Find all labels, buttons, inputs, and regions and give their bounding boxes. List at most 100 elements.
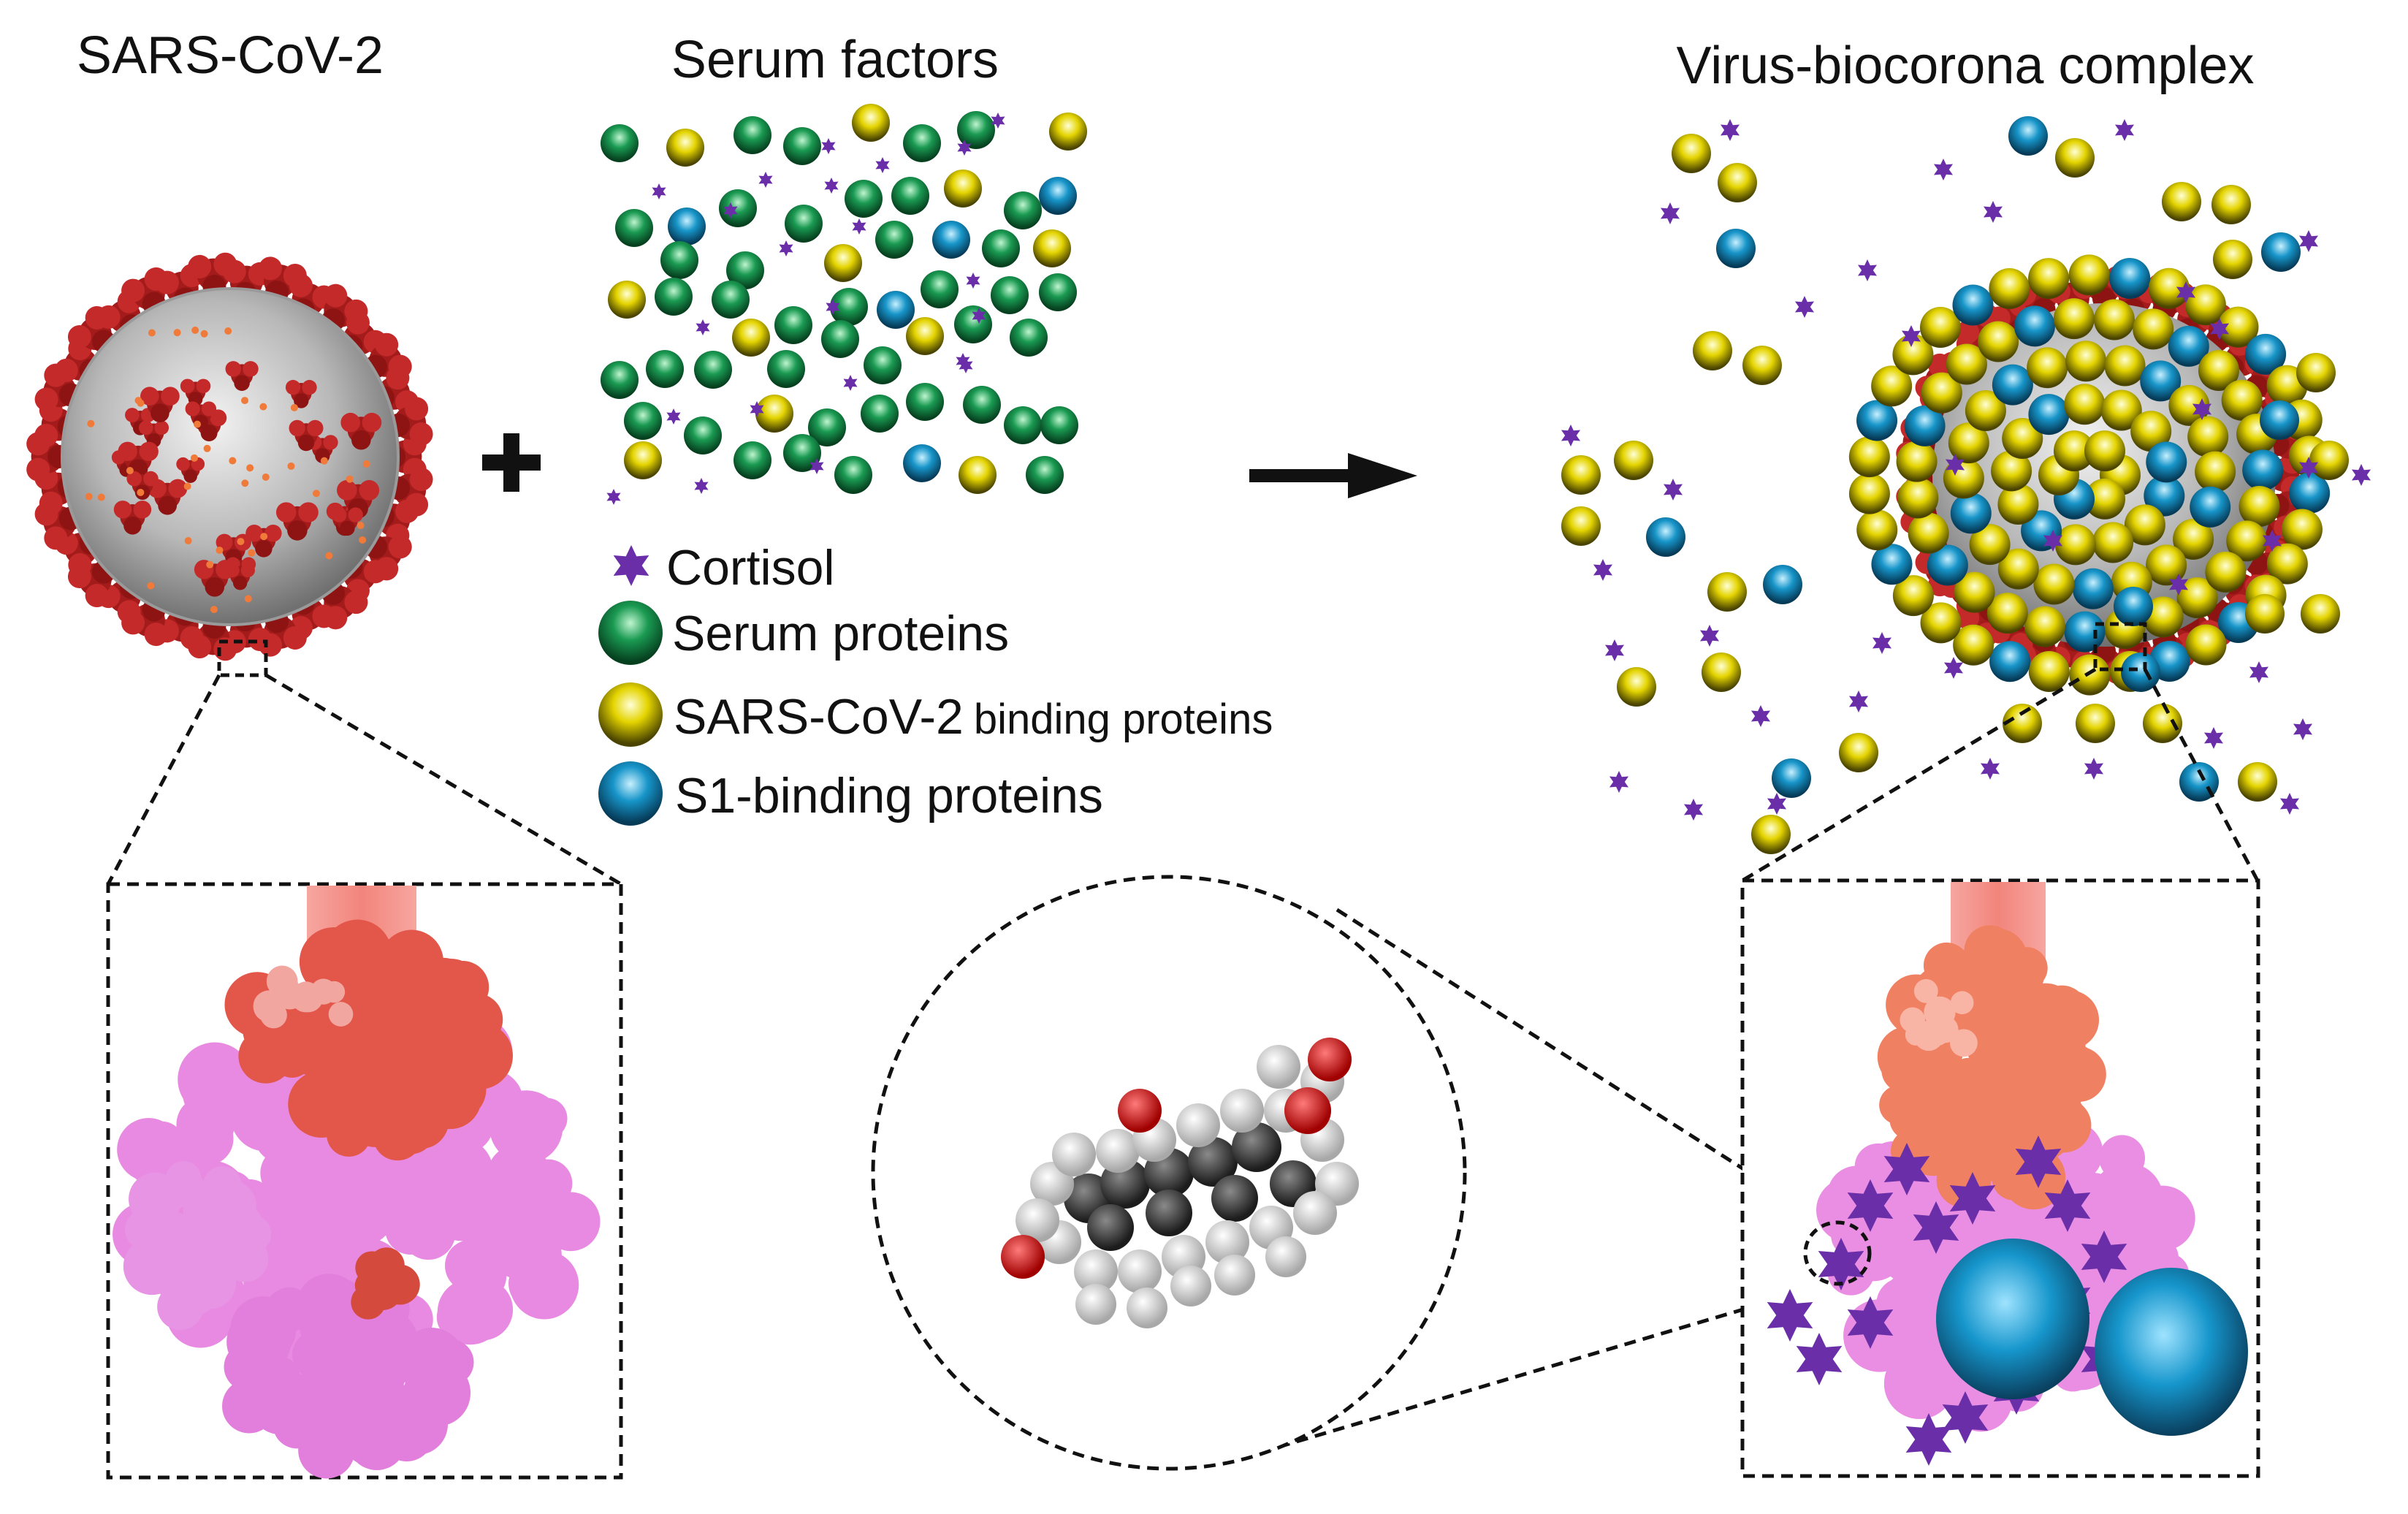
cortisol-star <box>2084 758 2104 780</box>
binding-protein-bead <box>624 441 662 479</box>
serum-protein-bead <box>646 350 684 388</box>
binding-protein-bead <box>2143 704 2182 743</box>
serum-protein-bead <box>845 180 883 218</box>
binding-protein-bead <box>2027 347 2068 389</box>
carbon-atom <box>1188 1137 1238 1187</box>
cortisol-star <box>2114 119 2135 141</box>
serum-protein-bead <box>655 278 693 316</box>
serum-protein-bead <box>624 402 662 440</box>
cortisol-star <box>2203 727 2224 749</box>
s1-protein-bead <box>1927 544 1968 586</box>
binding-protein-bead <box>2065 341 2107 382</box>
binding-protein-bead <box>1986 593 2028 634</box>
binding-protein-bead <box>1908 512 1949 554</box>
serum-protein-bead <box>719 189 757 227</box>
serum-protein-bead <box>694 351 732 389</box>
carbon-atom <box>1087 1204 1134 1251</box>
cortisol-star <box>1857 259 1878 281</box>
binding-protein-bead <box>1989 267 2030 309</box>
binding-protein-bead <box>2124 504 2165 546</box>
binding-protein-bead <box>1033 229 1071 267</box>
cortisol-star <box>758 172 773 188</box>
sars-cov-2-virion <box>26 251 435 662</box>
s1-protein-bead <box>1646 517 1685 557</box>
binding-protein-bead <box>1969 524 2011 566</box>
cortisol-star <box>606 489 621 505</box>
s1-protein-bead <box>2190 486 2231 528</box>
binding-protein-bead <box>2053 298 2095 340</box>
complex-title: Virus-biocorona complex <box>1676 37 2254 95</box>
binding-protein-bead <box>2168 384 2210 426</box>
binding-protein-bead <box>906 317 944 355</box>
binding-protein-bead <box>2301 594 2340 634</box>
hydrogen-atom <box>1176 1103 1220 1147</box>
serum-protein-bead <box>957 111 995 149</box>
binding-protein-bead <box>755 395 793 433</box>
binding-protein-bead <box>1948 422 1989 464</box>
serum-protein-bead <box>734 441 771 479</box>
cortisol-star <box>1660 202 1680 224</box>
s1-protein-bead <box>1856 400 1898 441</box>
binding-protein-bead <box>2054 430 2095 472</box>
binding-protein-bead <box>2028 258 2070 300</box>
serum-protein-bead <box>954 305 992 343</box>
binding-protein-bead <box>2028 651 2070 693</box>
s1-protein-bead-large <box>2095 1268 2248 1436</box>
binding-protein-bead <box>2148 267 2190 309</box>
binding-protein-bead <box>1751 815 1791 854</box>
cortisol-star <box>1663 479 1683 501</box>
binding-protein-bead <box>2055 138 2095 178</box>
binding-protein-bead <box>2205 551 2247 593</box>
cortisol-star <box>1593 559 1613 581</box>
binding-protein-bead <box>1978 321 2019 362</box>
cortisol-star <box>875 157 890 173</box>
binding-protein-bead <box>1892 575 1934 617</box>
serum-protein-bead <box>1026 456 1064 494</box>
legend-cortisol: Cortisol <box>666 540 835 596</box>
cortisol-star <box>652 183 666 199</box>
serum-protein-bead <box>1010 319 1048 357</box>
serum-protein-bead <box>861 395 899 433</box>
binding-protein-bead <box>1921 372 1962 414</box>
hydrogen-atom <box>1052 1133 1096 1176</box>
virus-title: SARS-CoV-2 <box>77 26 384 85</box>
binding-protein-bead <box>2239 486 2280 528</box>
serum-protein-bead <box>808 408 846 446</box>
cortisol-star <box>2249 661 2269 683</box>
s1-protein-bead <box>1871 544 1913 585</box>
oxygen-atom <box>1001 1235 1045 1279</box>
carbon-atom <box>1232 1122 1281 1172</box>
binding-protein-bead <box>1920 307 1962 349</box>
binding-protein-bead <box>666 129 704 167</box>
s1-protein-bead <box>2168 325 2209 367</box>
binding-protein-bead <box>1848 473 1890 514</box>
s1-protein-bead <box>2260 400 2299 440</box>
cortisol-star <box>1604 639 1625 661</box>
binding-protein-bead <box>2185 624 2227 666</box>
serum-protein-bead <box>615 209 653 247</box>
binding-protein-bead <box>2213 240 2252 279</box>
s1-protein-bead <box>2072 568 2114 609</box>
binding-protein-bead <box>1693 331 1732 370</box>
cortisol-star <box>666 408 681 425</box>
cortisol-star <box>2279 793 2300 815</box>
binding-protein-bead <box>1839 733 1878 772</box>
cortisol-star <box>1750 705 1771 727</box>
serum-protein-bead <box>830 288 868 326</box>
oxygen-atom <box>1284 1087 1331 1134</box>
cortisol-star <box>1848 691 1869 712</box>
serum-protein-bead <box>1004 191 1042 229</box>
s1-protein-bead <box>668 208 706 246</box>
hydrogen-atom <box>1257 1045 1300 1089</box>
s1-protein-bead <box>1950 492 1992 534</box>
binding-protein-bead <box>2068 254 2110 296</box>
binding-protein-bead <box>2281 509 2323 550</box>
binding-protein-bead <box>1965 390 2006 432</box>
hydrogen-atom <box>1170 1266 1211 1306</box>
binding-protein-bead <box>1991 450 2032 492</box>
serum-protein-bead <box>1040 406 1078 444</box>
binding-protein-bead <box>1561 506 1601 546</box>
hydrogen-atom <box>1118 1249 1162 1293</box>
s1-protein-bead <box>2242 449 2284 491</box>
cortisol-star <box>1872 632 1892 654</box>
